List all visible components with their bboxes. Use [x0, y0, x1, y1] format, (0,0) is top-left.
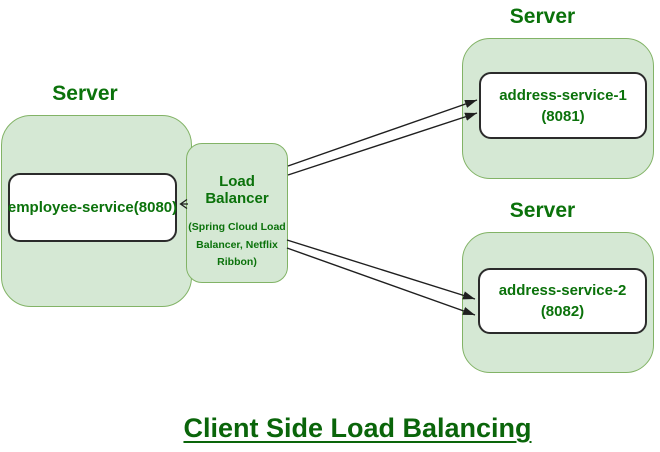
- address-service-1-line2: (8081): [541, 107, 585, 125]
- employee-service-node: employee-service(8080): [8, 173, 177, 242]
- address-service-2-node: address-service-2 (8082): [478, 268, 647, 334]
- arrow-lb-to-address-service-1-lower: [287, 112, 478, 176]
- load-balancer-name-line2: Balancer: [205, 190, 269, 207]
- load-balancer-subtitle-line1: (Spring Cloud Load: [188, 221, 286, 233]
- employee-service-text: employee-service(8080): [7, 199, 178, 216]
- address-service-1-line1: address-service-1: [499, 86, 627, 104]
- arrow-lb-to-address-service-2-lower: [286, 247, 476, 316]
- load-balancer-node: Load Balancer (Spring Cloud Load Balance…: [186, 143, 288, 283]
- address-service-1-text: address-service-1 (8081): [499, 85, 627, 127]
- address-service-2-text: address-service-2 (8082): [499, 280, 627, 322]
- load-balancer-name: Load Balancer: [205, 173, 268, 207]
- arrow-lb-to-address-service-2-upper: [286, 239, 476, 300]
- server1-label: Server: [509, 5, 576, 28]
- address-service-2-line1: address-service-2: [498, 282, 627, 299]
- address-service-1-node: address-service-1 (8081): [479, 72, 647, 139]
- client-server-label: Server: [52, 82, 118, 105]
- load-balancer-name-line1: Load: [219, 173, 255, 190]
- load-balancer-subtitle-line2: Balancer, Netflix: [196, 238, 278, 251]
- server2-label: Server: [509, 199, 576, 222]
- arrow-lb-to-address-service-1-upper: [287, 99, 478, 167]
- diagram-title: Client Side Load Balancing: [183, 413, 532, 443]
- address-service-2-line2: (8082): [540, 303, 585, 320]
- load-balancer-subtitle: (Spring Cloud Load Balancer, Netflix Rib…: [188, 219, 285, 272]
- load-balancer-subtitle-line3: Ribbon): [217, 256, 257, 268]
